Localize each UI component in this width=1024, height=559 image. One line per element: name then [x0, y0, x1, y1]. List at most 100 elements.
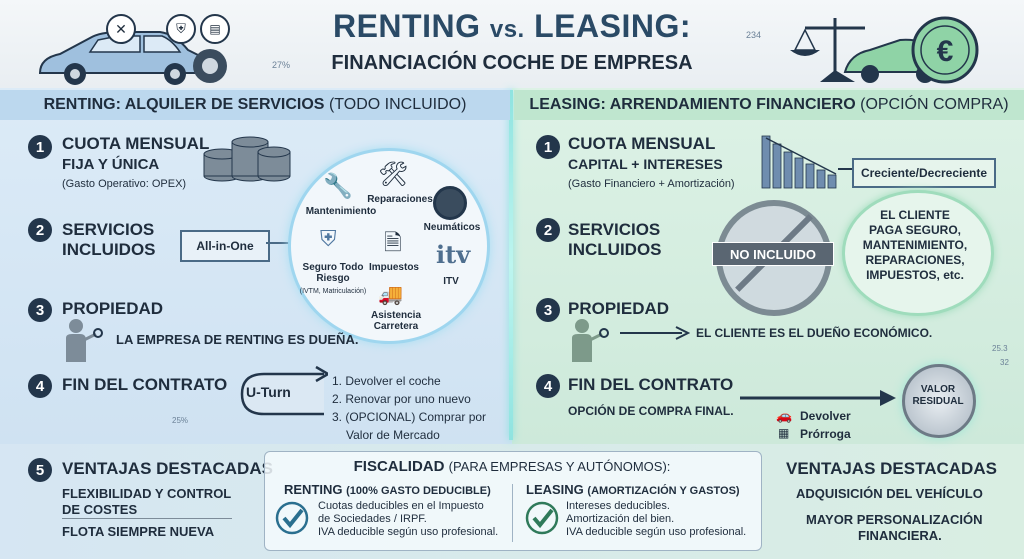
coins-icon [203, 136, 291, 182]
leasing-s5-title: VENTAJAS DESTACADAS [786, 459, 997, 478]
fisc-leasing-lines: Intereses deducibles. Amortización del b… [566, 500, 746, 539]
fisc-leasing-line-3: IVA deducible según uso profesional. [566, 526, 747, 538]
leasing-step-4-badge: 4 [536, 374, 560, 398]
coin-text-b: RESIDUAL [912, 396, 964, 407]
insurance-shield-icon: ⛨ [320, 226, 337, 251]
leasing-heading-rest: (OPCIÓN COMPRA) [860, 96, 1009, 113]
leasing-heading: LEASING: ARRENDAMIENTO FINANCIERO [529, 96, 856, 113]
client-line-1: EL CLIENTE [880, 208, 950, 222]
client-line-4: REPARACIONES, [865, 253, 965, 267]
title-renting: RENTING [332, 8, 481, 44]
renting-s2-title-a: SERVICIOS [62, 220, 155, 239]
decreasing-bars-icon [761, 135, 837, 189]
renting-step-4-badge: 4 [28, 374, 52, 398]
renting-advantage-1b: DE COSTES [62, 502, 138, 517]
service-seguro-note: (IVTM, Matriculación) [299, 288, 367, 295]
option-renovar: 2. Renovar por uno nuevo [332, 392, 471, 406]
leasing-opt-prorroga: Prórroga [800, 427, 851, 441]
renting-s4-title: FIN DEL CONTRATO [62, 375, 228, 394]
renting-s1-title-b: FIJA Y ÚNICA [62, 156, 160, 173]
creciente-decreciente-tag: Creciente/Decreciente [852, 158, 996, 188]
page-title: RENTING vs. LEASING: [0, 8, 1024, 45]
leasing-section-header: LEASING: ARRENDAMIENTO FINANCIERO (OPCIÓ… [514, 90, 1024, 120]
advantage-separator [62, 518, 232, 519]
leasing-s2-title-a: SERVICIOS [568, 220, 661, 239]
decor-number-right: 234 [746, 30, 762, 40]
renting-check-icon [275, 501, 309, 535]
renting-step-1-badge: 1 [28, 135, 52, 159]
tag-connector [266, 242, 290, 244]
renting-s3-title: PROPIEDAD [62, 299, 164, 318]
svg-text:€: € [937, 35, 954, 68]
residual-value-label: VALOR RESIDUAL [904, 384, 972, 408]
u-turn-label: U-Turn [246, 384, 291, 400]
renting-step-2-badge: 2 [28, 218, 52, 242]
fiscalidad-title-rest: (PARA EMPRESAS Y AUTÓNOMOS): [448, 459, 671, 474]
id-card-icon: ▤ [200, 14, 230, 44]
u-turn-arrow-icon [240, 365, 328, 416]
all-in-one-tag: All-in-One [180, 230, 270, 262]
leasing-s1-sub: (Gasto Financiero + Amortización) [568, 178, 735, 190]
leasing-s4-text: OPCIÓN DE COMPRA FINAL. [568, 404, 734, 418]
services-circle [288, 148, 490, 344]
leasing-advantage-2b: FINANCIERA. [858, 528, 942, 543]
residual-value-coin [902, 364, 976, 438]
renting-s2-title-b: INCLUIDOS [62, 240, 156, 259]
leasing-opt-devolver: Devolver [800, 409, 851, 423]
car-return-icon: 🚗 [776, 408, 793, 423]
no-incluido-stamp: NO INCLUIDO [712, 242, 834, 266]
fisc-renting-head-rest: (100% GASTO DEDUCIBLE) [346, 485, 491, 497]
reparaciones-icon: 🛠 [378, 161, 409, 188]
renting-end-options: 1. Devolver el coche 2. Renovar por uno … [332, 372, 486, 444]
renting-step-3-badge: 3 [28, 298, 52, 322]
renting-s1-title-a: CUOTA MENSUAL [62, 134, 210, 153]
renting-advantage-1a: FLEXIBILIDAD Y CONTROL [62, 486, 232, 501]
renting-s5-title: VENTAJAS DESTACADAS [62, 459, 273, 478]
tag-connector-leasing [838, 168, 852, 170]
client-pays-text: EL CLIENTE PAGA SEGURO, MANTENIMIENTO, R… [846, 208, 984, 283]
renting-advantage-2: FLOTA SIEMPRE NUEVA [62, 524, 215, 539]
tax-document-icon: 🗎 [384, 230, 402, 255]
fisc-leasing-head: LEASING (AMORTIZACIÓN Y GASTOS) [526, 482, 740, 497]
leasing-s1-title-a: CUOTA MENSUAL [568, 134, 716, 153]
fiscalidad-box [264, 451, 762, 551]
wrench-icon: ✕ [106, 14, 136, 44]
person-key-icon [66, 319, 103, 362]
fisc-leasing-head-bold: LEASING [526, 482, 584, 497]
decor-number-2: 32 [1000, 358, 1009, 367]
client-line-2: PAGA SEGURO, [868, 223, 961, 237]
tow-truck-icon: 🚚 [378, 284, 403, 306]
leasing-advantage-1: ADQUISICIÓN DEL VEHÍCULO [796, 486, 983, 501]
renting-s1-sub: (Gasto Operativo: OPEX) [62, 178, 187, 190]
option-devolver: 1. Devolver el coche [332, 374, 441, 388]
renting-heading: RENTING: ALQUILER DE SERVICIOS [43, 96, 325, 113]
fisc-renting-line-2: de Sociedades / IRPF. [318, 513, 427, 525]
leasing-step-2-badge: 2 [536, 218, 560, 242]
mantenimiento-icon: 🔧 [323, 173, 353, 200]
itv-logo: itv [436, 240, 471, 269]
leasing-check-icon [525, 501, 559, 535]
service-asistencia: Asistencia Carretera [370, 310, 422, 332]
ownership-arrow [620, 326, 690, 340]
leasing-s3-text: EL CLIENTE ES EL DUEÑO ECONÓMICO. [696, 326, 933, 340]
client-line-3: MANTENIMIENTO, [862, 238, 968, 252]
renting-step-5-badge: 5 [28, 458, 52, 482]
leasing-s1-title-b: CAPITAL + INTERESES [568, 156, 723, 172]
service-impuestos: Impuestos [368, 262, 419, 273]
renting-section-header: RENTING: ALQUILER DE SERVICIOS (TODO INC… [0, 90, 510, 120]
fiscalidad-title: FISCALIDAD (PARA EMPRESAS Y AUTÓNOMOS): [264, 458, 760, 475]
fisc-renting-lines: Cuotas deducibles en el Impuesto de Soci… [318, 500, 498, 539]
leasing-s2-title-b: INCLUIDOS [568, 240, 662, 259]
service-reparaciones: Reparaciones [367, 194, 433, 205]
leasing-s4-title: FIN DEL CONTRATO [568, 375, 734, 394]
client-line-5: IMPUESTOS, etc. [866, 268, 964, 282]
decor-number-1: 25.3 [992, 344, 1008, 353]
car-illustration-left [38, 31, 227, 85]
fisc-renting-head: RENTING (100% GASTO DEDUCIBLE) [284, 482, 491, 497]
option-comprar: 3. (OPCIONAL) Comprar por [332, 410, 487, 424]
leasing-step-3-badge: 3 [536, 298, 560, 322]
title-leasing: LEASING: [534, 8, 692, 44]
leasing-advantage-2a: MAYOR PERSONALIZACIÓN [806, 512, 983, 527]
scale-car-euro-illustration: € [790, 16, 979, 84]
fisc-leasing-line-2: Amortización del bien. [566, 513, 675, 525]
